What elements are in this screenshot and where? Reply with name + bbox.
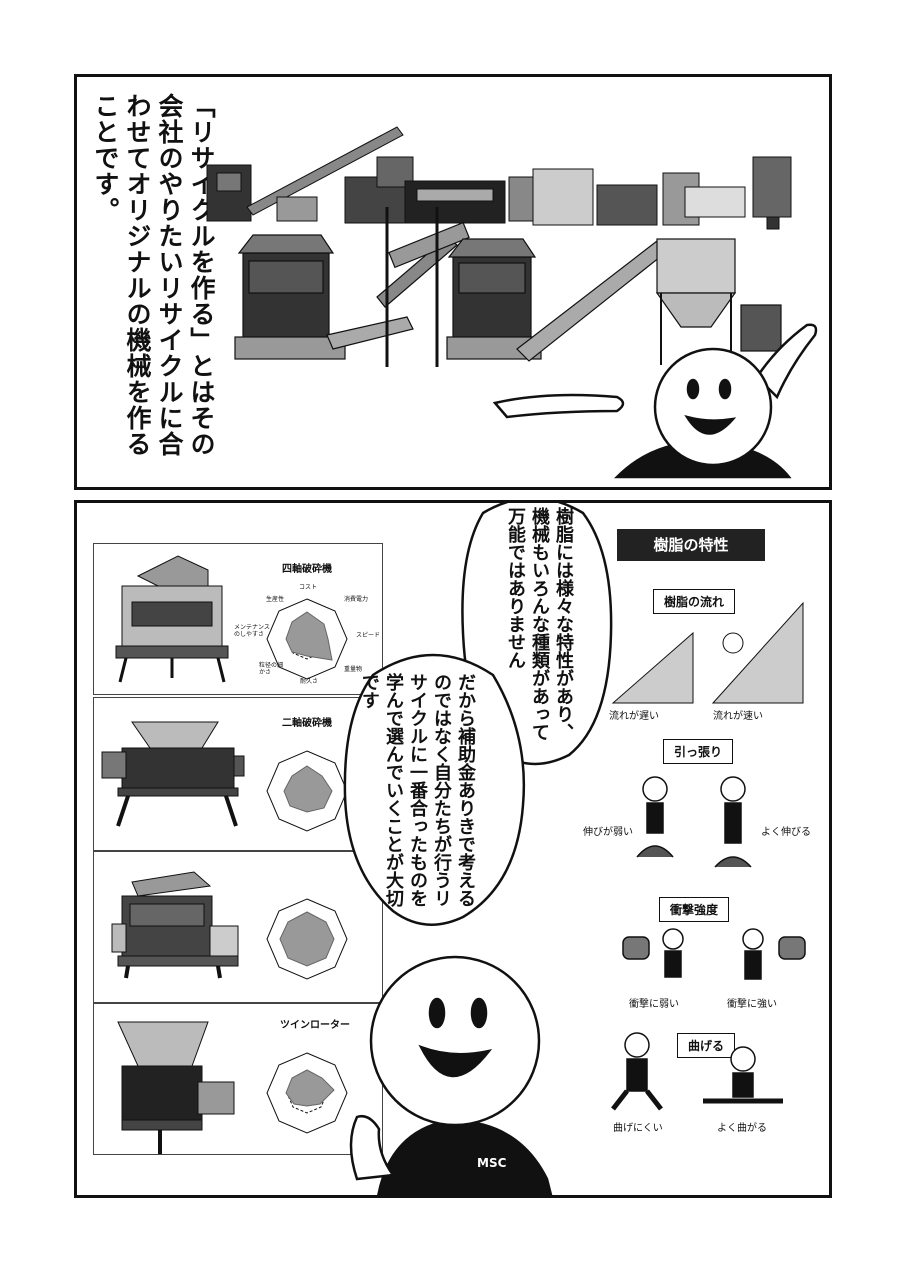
top-panel: 「リサイクルを作る」とはその会社のやりたいリサイクルに合わせてオリジナルの機械を… xyxy=(74,74,832,490)
flow-slow-caption: 流れが遅い xyxy=(609,711,659,722)
impact-tag: 衝撃強度 xyxy=(659,897,730,922)
flow-illustration xyxy=(611,601,804,704)
flow-fast-caption: 流れが速い xyxy=(713,711,763,722)
tension-illustration xyxy=(636,776,752,868)
lower-bubble-text: だから補助金ありきで考えるのではなく自分たちが行うリサイクルに一番合ったものを学… xyxy=(359,673,476,907)
tension-weak-caption: 伸びが弱い xyxy=(583,827,633,838)
radar-chart xyxy=(266,1052,348,1134)
recycling-line-illustration xyxy=(206,126,818,479)
radar-chart xyxy=(266,598,348,680)
radar-chart xyxy=(266,898,348,980)
four-shaft-shredder-illustration xyxy=(115,555,229,683)
intro-caption: 「リサイクルを作る」とはその会社のやりたいリサイクルに合わせてオリジナルの機械を… xyxy=(91,93,216,457)
bend-illustration xyxy=(611,1032,783,1111)
radar-chart xyxy=(266,750,348,832)
speech-bubble-lower xyxy=(343,653,526,926)
machine-card: 二軸破砕機 xyxy=(93,697,383,851)
machine-card xyxy=(93,851,383,1003)
flow-tag: 樹脂の流れ xyxy=(653,589,736,614)
machine-name: ツインローター xyxy=(280,1020,350,1031)
impact-weak-caption: 衝撃に弱い xyxy=(629,999,679,1010)
shirt-logo: MSC xyxy=(477,1156,507,1170)
twin-rotor-illustration xyxy=(117,1021,235,1154)
tension-tag: 引っ張り xyxy=(663,739,734,764)
machine-card: 四軸破砕機 コスト 生産性 消費電力 スピード メンテナンスのしやすさ 重量物 … xyxy=(93,543,383,695)
bend-hard-caption: 曲げにくい xyxy=(613,1123,663,1134)
tension-strong-caption: よく伸びる xyxy=(761,827,811,838)
machine-name: 二軸破砕機 xyxy=(282,718,332,729)
upper-bubble-text: 樹脂には様々な特性があり、機械もいろんな種類があって万能ではありません xyxy=(505,507,574,741)
machine-card: ツインローター xyxy=(93,1003,383,1155)
resin-properties-title: 樹脂の特性 xyxy=(617,529,765,561)
presenter-character-top xyxy=(492,323,818,479)
bottom-panel: 四軸破砕機 コスト 生産性 消費電力 スピード メンテナンスのしやすさ 重量物 … xyxy=(74,500,832,1198)
machine-name: 四軸破砕機 xyxy=(282,564,332,575)
two-shaft-shredder-illustration xyxy=(101,721,245,827)
bend-tag: 曲げる xyxy=(677,1033,736,1058)
impact-illustration xyxy=(622,928,806,980)
presenter-character-bottom: MSC xyxy=(349,955,553,1195)
single-shaft-shredder-illustration xyxy=(111,871,239,979)
impact-strong-caption: 衝撃に強い xyxy=(727,999,777,1010)
bend-easy-caption: よく曲がる xyxy=(717,1123,767,1134)
